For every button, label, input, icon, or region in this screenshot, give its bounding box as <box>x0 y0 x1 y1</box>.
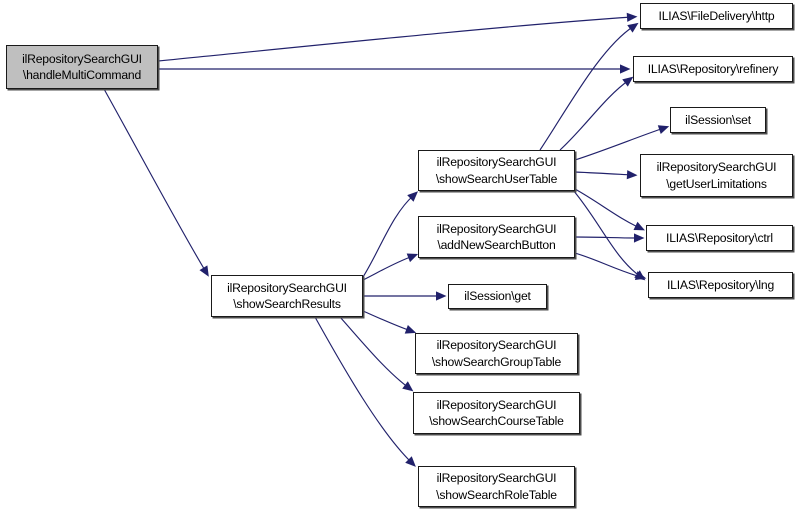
edge-showSearchResults-to-showSearchCourseTable <box>339 316 414 392</box>
node-label-line2: \showSearchUserTable <box>435 171 558 186</box>
node-label-line1: ILIAS\Repository\refinery <box>647 61 779 76</box>
node-label-line1: ilSession\set <box>685 112 751 127</box>
node-repositoryRefinery[interactable]: ILIAS\Repository\refinery <box>633 56 793 82</box>
edge-showSearchResults-to-ilSessionGet <box>363 291 447 301</box>
edge-showSearchUserTable-to-ilSessionSet <box>574 125 670 161</box>
node-label-line1: ilRepositorySearchGUI <box>436 471 557 486</box>
node-label-line2: \showSearchResults <box>233 297 341 311</box>
node-showSearchCourseTable[interactable]: ilRepositorySearchGUI \showSearchCourseTa… <box>413 392 580 434</box>
edge-arrowhead <box>626 170 638 180</box>
edge-arrowhead <box>620 64 631 74</box>
edge-handleMultiCommand-to-fileDeliveryHttp <box>157 12 638 62</box>
edge-showSearchUserTable-to-repositoryCtrl <box>574 188 645 231</box>
node-label-line1: ILIAS\FileDelivery\http <box>658 8 775 23</box>
node-label-line2: \showSearchGroupTable <box>431 354 562 369</box>
node-label-line1: ilRepositorySearchGUI <box>436 155 557 170</box>
edge-showSearchResults-to-showSearchGroupTable <box>362 310 417 334</box>
edge-arrowhead <box>404 324 417 334</box>
edge-arrowhead <box>622 76 634 87</box>
node-label-line2: \showSearchCourseTable <box>429 414 564 428</box>
node-label-line1: ILIAS\Repository\lng <box>666 277 775 292</box>
edge-arrowhead <box>436 291 447 301</box>
edge-arrowhead <box>199 265 209 277</box>
node-fileDeliveryHttp[interactable]: ILIAS\FileDelivery\http <box>640 3 793 29</box>
node-repositoryCtrl[interactable]: ILIAS\Repository\ctrl <box>646 225 793 251</box>
edge-arrowhead <box>657 125 670 134</box>
edge-showSearchResults-to-showSearchUserTable <box>362 191 419 278</box>
edge-handleMultiCommand-to-repositoryRefinery <box>158 64 631 74</box>
edge-arrowhead <box>402 381 414 392</box>
node-label-line1: ilRepositorySearchGUI <box>656 160 777 175</box>
edge-arrowhead <box>406 253 419 263</box>
node-label-line1: ilRepositorySearchGUI <box>436 397 557 412</box>
node-label-line2: \addNewSearchButton <box>437 238 556 252</box>
edge-showSearchResults-to-showSearchRoleTable <box>314 316 416 467</box>
node-getUserLimitations[interactable]: ilRepositorySearchGUI\getUserLimitations <box>640 154 793 197</box>
node-ilSessionSet[interactable]: ilSession\set <box>670 107 766 133</box>
edge-handleMultiCommand-to-showSearchResults <box>103 88 209 277</box>
edge-arrowhead <box>405 456 416 467</box>
edge-arrowhead <box>627 22 639 33</box>
node-showSearchResults[interactable]: ilRepositorySearchGUI \showSearchResults <box>211 275 363 317</box>
node-label-line2: \showSearchRoleTable <box>436 487 557 502</box>
edge-arrowhead <box>626 12 638 22</box>
node-showSearchRoleTable[interactable]: ilRepositorySearchGUI\showSearchRoleTabl… <box>418 466 575 507</box>
node-label-line1: ilRepositorySearchGUI <box>436 338 557 353</box>
node-handleMultiCommand[interactable]: ilRepositorySearchGUI \handleMultiCommand <box>6 45 158 89</box>
edge-showSearchUserTable-to-fileDeliveryHttp <box>539 22 639 151</box>
edge-arrowhead <box>633 221 645 231</box>
node-label-line1: ILIAS\Repository\ctrl <box>666 230 773 245</box>
node-repositoryLng[interactable]: ILIAS\Repository\lng <box>648 272 793 298</box>
node-addNewSearchButton[interactable]: ilRepositorySearchGUI \addNewSearchButton <box>418 216 575 258</box>
node-label-line1: ilSession\get <box>464 289 531 304</box>
node-showSearchUserTable[interactable]: ilRepositorySearchGUI\showSearchUserTabl… <box>418 150 575 191</box>
edge-showSearchUserTable-to-getUserLimitations <box>574 170 638 180</box>
node-label-line2: \handleMultiCommand <box>22 68 142 82</box>
edge-showSearchResults-to-addNewSearchButton <box>362 253 419 281</box>
edge-arrowhead <box>634 271 647 280</box>
edge-addNewSearchButton-to-repositoryCtrl <box>574 233 645 243</box>
edge-addNewSearchButton-to-repositoryLng <box>574 252 647 280</box>
edge-arrowhead <box>407 191 419 202</box>
node-label-line1: ilRepositorySearchGUI <box>436 221 557 236</box>
node-label-line2: \getUserLimitations <box>666 176 767 191</box>
node-label-line1: ilRepositorySearchGUI <box>22 51 142 66</box>
edge-arrowhead <box>633 233 645 243</box>
node-label-line1: ilRepositorySearchGUI <box>227 280 347 295</box>
node-ilSessionGet[interactable]: ilSession\get <box>448 284 547 309</box>
node-showSearchGroupTable[interactable]: ilRepositorySearchGUI\showSearchGroupTab… <box>415 333 578 374</box>
edge-showSearchUserTable-to-repositoryRefinery <box>559 76 634 151</box>
